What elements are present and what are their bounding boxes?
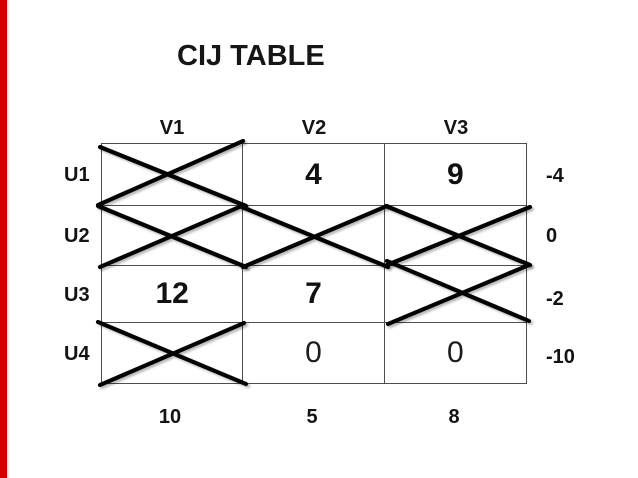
row-header-u4: U4	[64, 343, 90, 365]
cell-u2v3	[384, 206, 526, 266]
col-total-v1: 10	[158, 406, 182, 428]
cell-u3v1: 12	[102, 266, 244, 323]
page-title: CIJ TABLE	[177, 40, 325, 72]
cell-u3v2: 7	[243, 266, 385, 323]
cell-u2v2	[243, 206, 385, 266]
col-header-v2: V2	[301, 117, 327, 139]
col-total-v3: 8	[448, 406, 460, 428]
row-header-u2: U2	[64, 225, 90, 247]
cij-table: 4 9 12 7 0 0	[101, 143, 527, 384]
row-total-u3: -2	[546, 288, 564, 310]
col-header-v3: V3	[443, 117, 469, 139]
cell-u1v2: 4	[243, 144, 385, 206]
cell-u1v1	[102, 144, 244, 206]
row-header-u3: U3	[64, 284, 90, 306]
row-header-u1: U1	[64, 164, 90, 186]
accent-bar	[0, 0, 7, 478]
cell-u4v1	[102, 323, 244, 383]
row-total-u4: -10	[546, 346, 575, 368]
cell-u2v1	[102, 206, 244, 266]
col-header-v1: V1	[159, 117, 185, 139]
col-total-v2: 5	[306, 406, 318, 428]
row-total-u2: 0	[546, 225, 558, 247]
row-total-u1: -4	[546, 165, 564, 187]
cell-u4v3: 0	[446, 336, 464, 369]
cell-u3v3	[384, 266, 526, 323]
cell-u4v2: 0	[243, 323, 385, 383]
cell-u1v3: 9	[384, 144, 526, 206]
